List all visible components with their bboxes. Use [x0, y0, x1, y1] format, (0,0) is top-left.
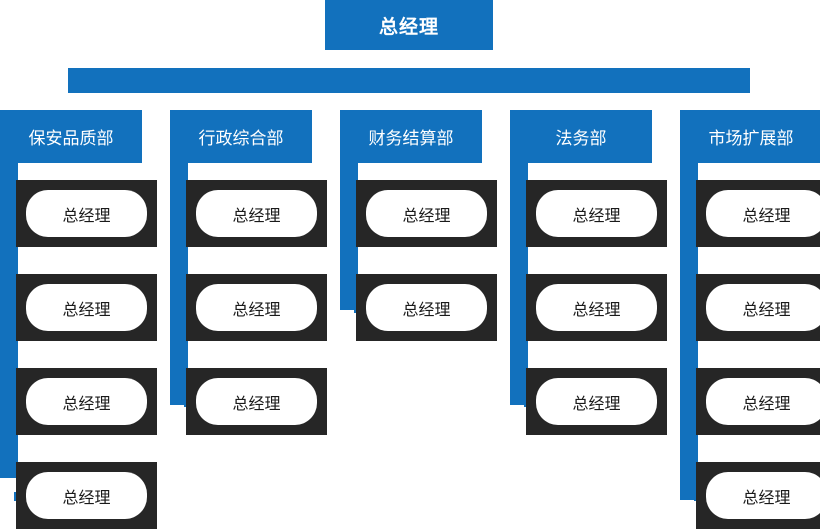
leaf-node-label: 总经理: [706, 472, 820, 519]
leaf-node-label: 总经理: [26, 378, 147, 425]
department-header[interactable]: 法务部: [510, 110, 652, 163]
horizontal-connector-bar: [68, 68, 750, 93]
leaf-node-label: 总经理: [536, 284, 657, 331]
leaf-node-label: 总经理: [26, 472, 147, 519]
leaf-node[interactable]: 总经理: [16, 274, 157, 341]
department-header[interactable]: 财务结算部: [340, 110, 482, 163]
leaf-node-label: 总经理: [706, 284, 820, 331]
leaf-node[interactable]: 总经理: [696, 462, 820, 529]
root-node-label: 总经理: [378, 15, 439, 38]
leaf-node[interactable]: 总经理: [696, 180, 820, 247]
leaf-node-label: 总经理: [536, 378, 657, 425]
department-trunk-line: [170, 110, 188, 405]
leaf-node-label: 总经理: [196, 378, 317, 425]
leaf-node[interactable]: 总经理: [696, 274, 820, 341]
leaf-node-label: 总经理: [26, 190, 147, 237]
leaf-node[interactable]: 总经理: [186, 274, 327, 341]
leaf-node[interactable]: 总经理: [16, 368, 157, 435]
leaf-node[interactable]: 总经理: [186, 368, 327, 435]
root-node-general-manager[interactable]: 总经理: [325, 0, 493, 50]
department-trunk-line: [510, 110, 528, 405]
department-header[interactable]: 保安品质部: [0, 110, 142, 163]
leaf-node[interactable]: 总经理: [16, 180, 157, 247]
leaf-node[interactable]: 总经理: [696, 368, 820, 435]
leaf-node-label: 总经理: [706, 190, 820, 237]
department-header-label: 保安品质部: [28, 129, 114, 149]
department-header[interactable]: 市场扩展部: [680, 110, 820, 163]
leaf-node[interactable]: 总经理: [16, 462, 157, 529]
leaf-node[interactable]: 总经理: [526, 274, 667, 341]
leaf-node-label: 总经理: [196, 190, 317, 237]
department-header-label: 法务部: [555, 129, 607, 149]
leaf-node-label: 总经理: [26, 284, 147, 331]
leaf-node[interactable]: 总经理: [186, 180, 327, 247]
department-header-label: 财务结算部: [368, 129, 454, 149]
department-trunk-line: [0, 110, 18, 478]
leaf-node[interactable]: 总经理: [356, 180, 497, 247]
department-trunk-line: [680, 110, 698, 500]
leaf-node-label: 总经理: [366, 190, 487, 237]
leaf-node[interactable]: 总经理: [526, 368, 667, 435]
leaf-node[interactable]: 总经理: [526, 180, 667, 247]
department-header-label: 市场扩展部: [708, 129, 794, 149]
leaf-node-label: 总经理: [196, 284, 317, 331]
leaf-node-label: 总经理: [536, 190, 657, 237]
department-header[interactable]: 行政综合部: [170, 110, 312, 163]
leaf-node[interactable]: 总经理: [356, 274, 497, 341]
leaf-node-label: 总经理: [706, 378, 820, 425]
department-header-label: 行政综合部: [198, 129, 284, 149]
leaf-node-label: 总经理: [366, 284, 487, 331]
